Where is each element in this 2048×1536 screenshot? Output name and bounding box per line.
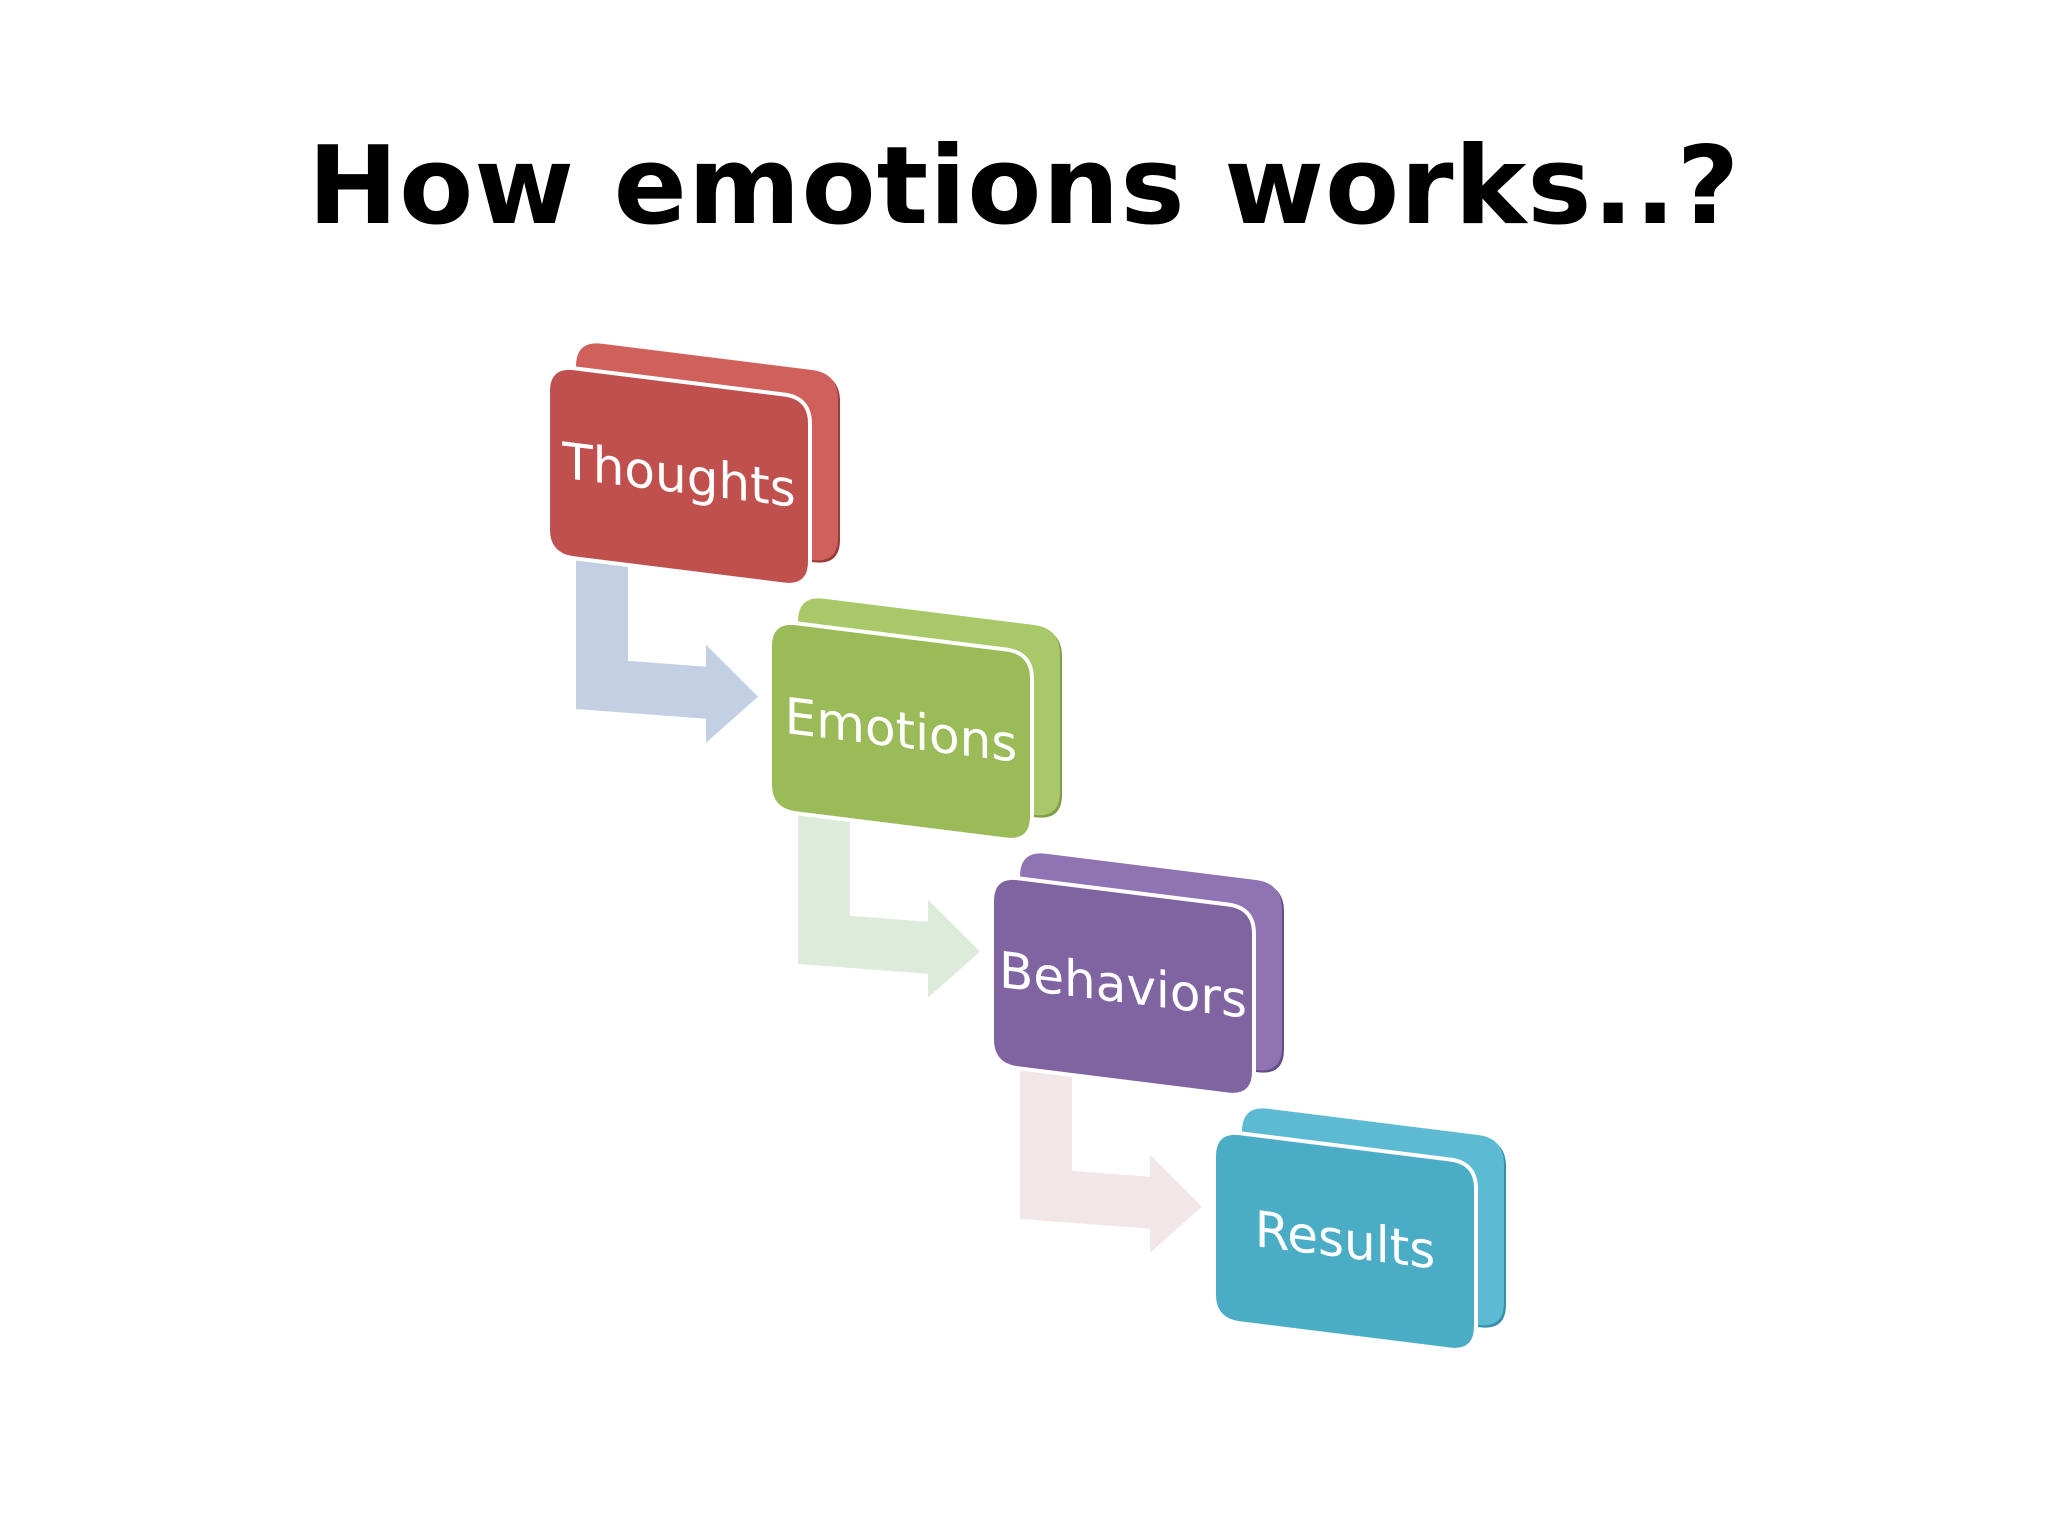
box-face [546,365,812,587]
arrows-layer [576,545,1202,1253]
box-face [990,875,1256,1097]
flow-arrow-1 [576,545,758,743]
box-face [768,620,1034,842]
arrow-shape [1020,1055,1202,1253]
step-box-behaviors: Behaviors [990,853,1284,1097]
flow-arrow-2 [798,800,980,998]
step-box-emotions: Emotions [768,598,1062,842]
step-box-thoughts: Thoughts [546,343,840,587]
arrow-shape [798,800,980,998]
flow-arrow-3 [1020,1055,1202,1253]
arrow-shape [576,545,758,743]
slide-title: How emotions works..? [307,124,1741,249]
box-face [1212,1130,1478,1352]
step-box-results: Results [1212,1108,1506,1352]
